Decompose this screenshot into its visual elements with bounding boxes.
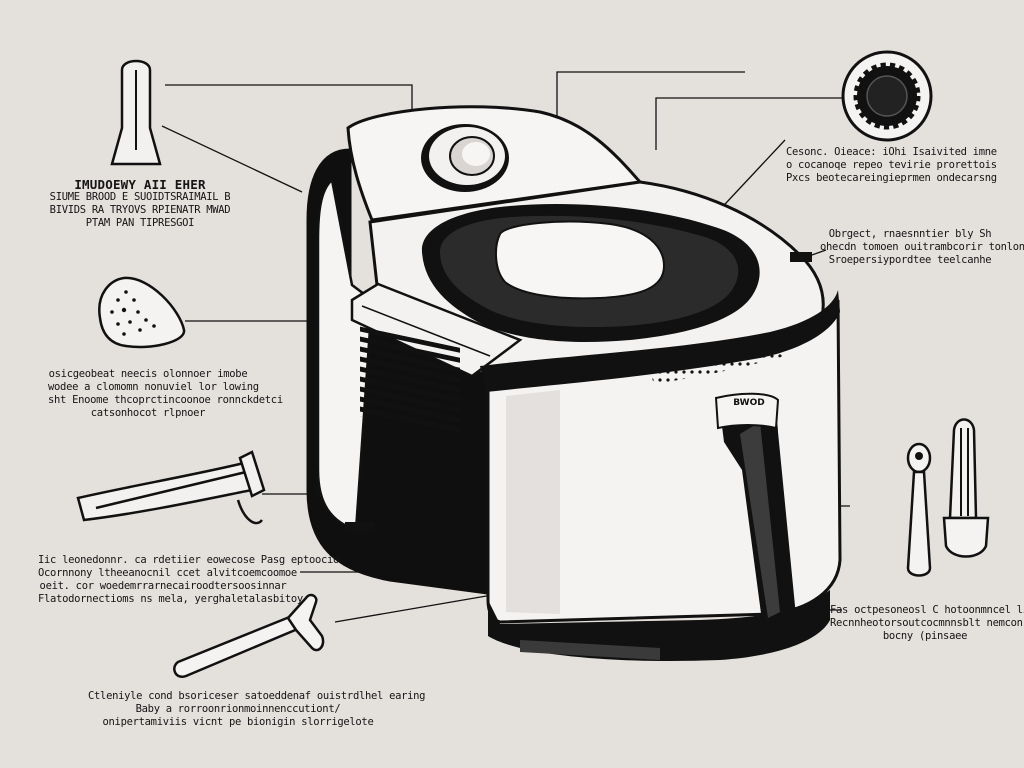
callout-line: IMUDOEWY AII EHER bbox=[74, 177, 206, 192]
fryer-foot-left bbox=[345, 522, 375, 532]
callout-left-middle: osicgeobeat neecis olonnoer imobe wodee … bbox=[48, 368, 283, 420]
callout-line: sht Enoome thcoprctincoonoe ronnckdetci bbox=[48, 394, 283, 406]
callout-line: Sroepersiypordtee teelcanhe bbox=[828, 254, 992, 266]
side-vent bbox=[360, 326, 460, 438]
tapered-tube-icon bbox=[110, 59, 162, 166]
callout-bottom-center: Ctleniyle cond bsoriceser satoeddenaf ou… bbox=[88, 690, 426, 729]
leader-line-tube bbox=[161, 125, 303, 193]
fryer-foot-right bbox=[790, 252, 812, 262]
callout-line: Cesonc. Oieace: iOhi Isaivited imne bbox=[786, 146, 997, 158]
callout-line: catsonhocot rlpnoer bbox=[90, 407, 206, 419]
callout-left-lower: Iic leonedonnr. ca rdetiier eowecose Pas… bbox=[38, 554, 340, 606]
callout-line: wodee a clomomn nonuviel lor lowing bbox=[48, 381, 259, 393]
callout-line: o cocanoqe repeo tevirie prorettois bbox=[786, 159, 997, 171]
callout-line: Recnnheotorsoutcocmnnsblt nemcon bbox=[830, 617, 1023, 629]
callout-line: osicgeobeat neecis olonnoer imobe bbox=[48, 368, 248, 380]
small-spoon-icon bbox=[906, 442, 932, 577]
basket-handle-icon bbox=[76, 450, 266, 525]
leader-line-top bbox=[556, 71, 745, 138]
hammer-tool-icon bbox=[173, 593, 325, 679]
lid-flap bbox=[350, 282, 523, 378]
callout-line: oeit. cor woedemrrarnecairoodtersoosinna… bbox=[39, 580, 287, 592]
callout-line: BIVIDS RA TRYOVS RPIENATR MWAD bbox=[49, 204, 231, 216]
callout-line: bocny (pinsaee bbox=[882, 630, 968, 642]
air-fryer bbox=[306, 105, 842, 661]
callout-mid-right: Obrgect, rnaesnntier bly Sh ohecdn tomoe… bbox=[820, 228, 1024, 267]
callout-line: Ctleniyle cond bsoriceser satoeddenaf ou… bbox=[88, 690, 426, 702]
callout-line: Iic leonedonnr. ca rdetiier eowecose Pas… bbox=[38, 554, 340, 566]
cup-brush-icon bbox=[942, 418, 990, 558]
gear-knob-icon bbox=[841, 50, 933, 142]
callout-line: ohecdn tomoen ouitrambcorir tonlon bbox=[820, 241, 1024, 253]
callout-line: onipertamiviis vicnt pe bionigin slorrig… bbox=[102, 716, 374, 728]
leader-line-foot bbox=[334, 593, 499, 623]
lid-display bbox=[495, 220, 666, 300]
callout-line: Fas octpesoneosl C hotoonmncel lineacn bbox=[830, 604, 1024, 616]
hood-knob bbox=[421, 124, 509, 192]
brand-label: BWOD bbox=[733, 398, 765, 408]
callout-top-left: IMUDOEWY AII EHER SIUME BROOD E SUOIDTSR… bbox=[40, 178, 240, 230]
callout-line: Ocornnony ltheeanocnil ccet alvitcoemcoo… bbox=[38, 567, 297, 579]
callout-top-right: Cesonc. Oieace: iOhi Isaivited imne o co… bbox=[786, 146, 997, 185]
callout-line: Obrgect, rnaesnntier bly Sh bbox=[828, 228, 992, 240]
callout-line: Baby a rorroonrionmoinnenccutiont/ bbox=[135, 703, 341, 715]
callout-line: PTAM PAN TIPRESGOI bbox=[85, 217, 195, 229]
callout-line: Pxcs beotecareingieprmen ondecarsng bbox=[786, 172, 997, 184]
front-shading bbox=[506, 390, 560, 614]
front-rim bbox=[480, 290, 840, 392]
callout-bottom-right: Fas octpesoneosl C hotoonmncel lineacn R… bbox=[830, 604, 1024, 643]
leader-line-knob bbox=[655, 97, 845, 150]
leader-line-top-left bbox=[165, 84, 413, 116]
citrus-slice-icon bbox=[98, 276, 186, 349]
front-vent-dots bbox=[650, 344, 784, 384]
callout-line: SIUME BROOD E SUOIDTSRAIMAIL B bbox=[49, 191, 231, 203]
basket-handle bbox=[714, 392, 797, 640]
callout-line: Flatodornectioms ns mela, yerghaletalasb… bbox=[38, 593, 303, 605]
